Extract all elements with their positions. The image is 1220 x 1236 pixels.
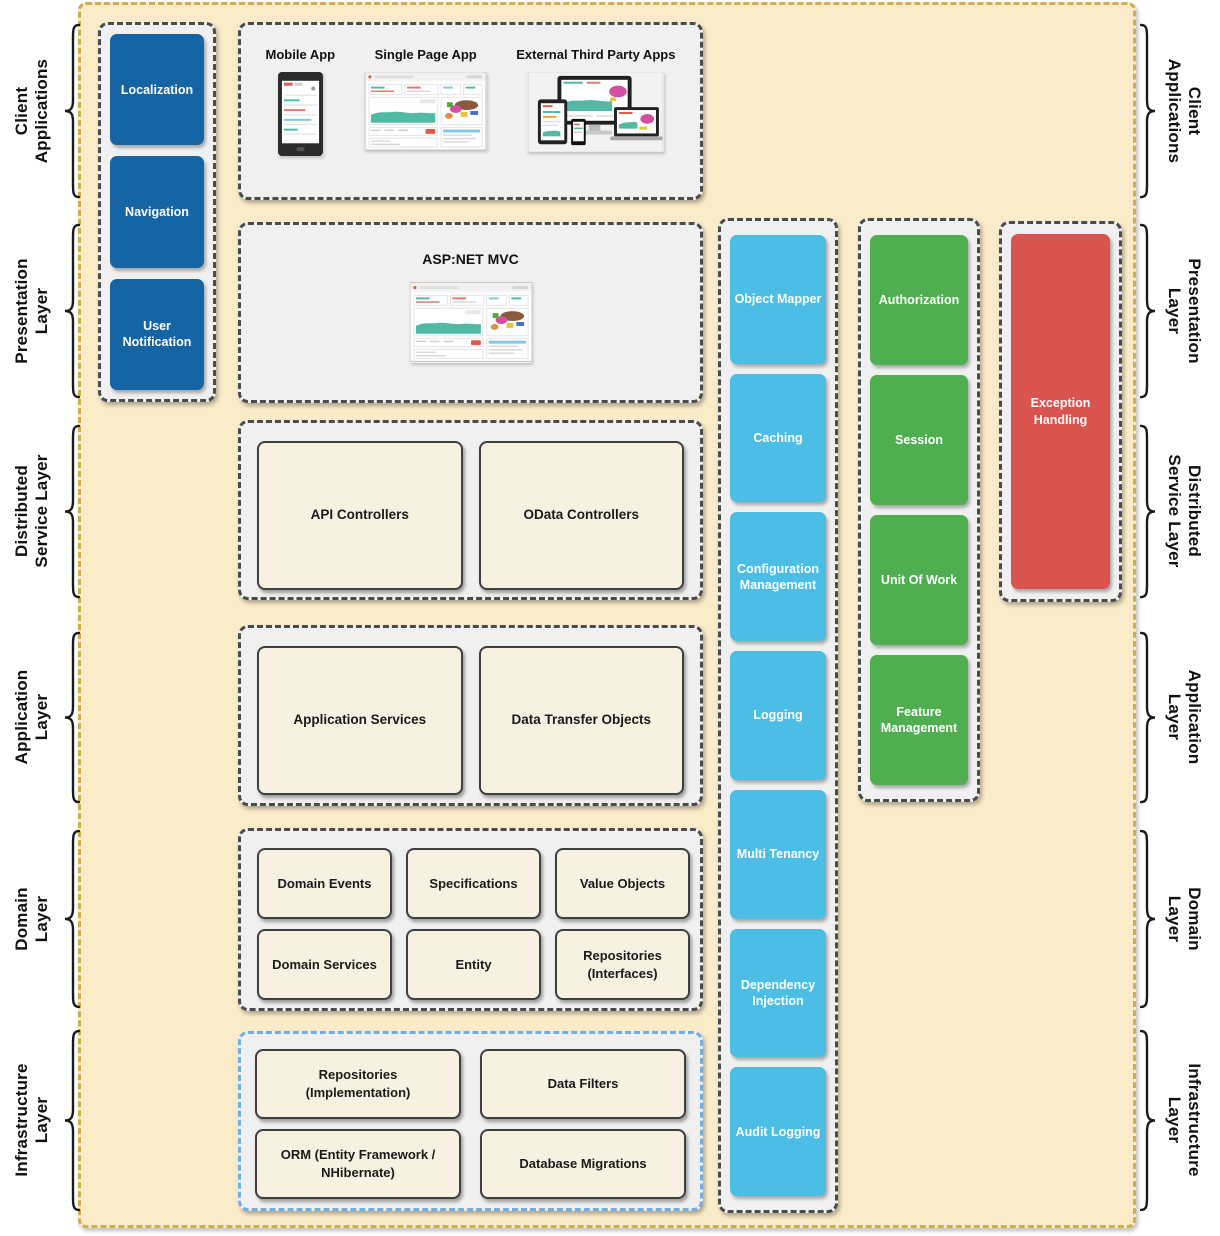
external-apps-screenshot [528,72,664,152]
ui-services-sidebar: Localization Navigation User Notificatio… [98,22,216,402]
module-user-notification: User Notification [110,278,204,390]
box-repositories-interfaces: Repositories (Interfaces) [555,929,690,1000]
box-orm: ORM (Entity Framework / NHibernate) [255,1129,461,1199]
presentation-panel: ASP:NET MVC [238,222,703,403]
mobile-app-column: Mobile App [265,47,336,156]
distributed-service-panel: API Controllers OData Controllers [238,420,703,600]
mobile-app-screenshot [277,72,323,156]
layer-label-client-applications-right: Client Applications [1165,58,1204,164]
cross-cutting-cyan-column: Object Mapper Caching Configuration Mana… [718,218,838,1213]
mobile-app-label: Mobile App [265,47,336,62]
external-apps-column: External Third Party Apps [516,47,675,152]
layer-label-infrastructure-layer-right: Infrastructure Layer [1165,1063,1204,1177]
infrastructure-layer-panel: Repositories (Implementation) Data Filte… [238,1031,703,1211]
layer-label-domain-layer-left: Domain Layer [12,887,51,951]
module-object-mapper: Object Mapper [730,235,826,364]
left-brace-distributed-service-layer [60,423,80,600]
module-logging: Logging [730,651,826,780]
module-dependency-injection: Dependency Injection [730,928,826,1058]
left-brace-client-applications [60,22,80,200]
left-brace-presentation-layer [60,222,80,400]
module-audit-logging: Audit Logging [730,1067,826,1197]
box-specifications: Specifications [406,848,541,919]
right-brace-client-applications [1140,22,1160,200]
layer-label-distributed-service-layer-right: Distributed Service Layer [1165,454,1204,568]
layer-label-presentation-layer-right: Presentation Layer [1165,258,1204,364]
aspnet-mvc-label: ASP:NET MVC [422,251,519,267]
external-apps-label: External Third Party Apps [516,47,676,62]
module-multi-tenancy: Multi Tenancy [730,789,826,919]
aspnet-mvc-screenshot [409,282,532,362]
client-applications-panel: Mobile App [238,22,703,200]
box-domain-events: Domain Events [257,848,392,919]
module-session: Session [870,375,968,505]
single-page-app-screenshot [364,72,487,150]
layer-label-distributed-service-layer-left: Distributed Service Layer [12,454,51,568]
box-value-objects: Value Objects [555,848,690,919]
layer-label-presentation-layer-left: Presentation Layer [12,258,51,364]
box-data-filters: Data Filters [480,1049,686,1119]
layer-label-infrastructure-layer-left: Infrastructure Layer [12,1063,51,1177]
box-entity: Entity [406,929,541,1000]
module-caching: Caching [730,373,826,503]
box-api-controllers: API Controllers [257,441,463,590]
single-page-app-label: Single Page App [374,47,477,62]
left-brace-domain-layer [60,828,80,1010]
right-brace-application-layer [1140,630,1160,805]
cross-cutting-red-column: Exception Handling [999,221,1122,602]
single-page-app-column: Single Page App [364,47,487,150]
right-brace-domain-layer [1140,828,1160,1010]
box-application-services: Application Services [257,646,463,795]
layer-label-domain-layer-right: Domain Layer [1165,887,1204,951]
module-navigation: Navigation [110,156,204,268]
box-repositories-implementation: Repositories (Implementation) [255,1049,461,1119]
cross-cutting-green-column: Authorization Session Unit Of Work Featu… [858,218,980,802]
box-database-migrations: Database Migrations [480,1129,686,1199]
left-brace-application-layer [60,630,80,805]
box-domain-services: Domain Services [257,929,392,1000]
layer-label-application-layer-left: Application Layer [12,669,51,765]
module-configuration-management: Configuration Management [730,512,826,642]
right-brace-presentation-layer [1140,222,1160,400]
module-feature-management: Feature Management [870,655,968,785]
module-unit-of-work: Unit Of Work [870,515,968,645]
box-odata-controllers: OData Controllers [478,441,684,590]
left-brace-infrastructure-layer [60,1028,80,1213]
module-exception-handling: Exception Handling [1011,234,1110,589]
domain-layer-panel: Domain Events Specifications Value Objec… [238,828,703,1011]
right-brace-distributed-service-layer [1140,423,1160,600]
module-authorization: Authorization [870,235,968,365]
module-localization: Localization [110,34,204,146]
right-brace-infrastructure-layer [1140,1028,1160,1213]
application-layer-panel: Application Services Data Transfer Objec… [238,625,703,806]
box-data-transfer-objects: Data Transfer Objects [478,646,684,795]
layer-label-application-layer-right: Application Layer [1165,669,1204,765]
layer-label-client-applications-left: Client Applications [12,58,51,164]
